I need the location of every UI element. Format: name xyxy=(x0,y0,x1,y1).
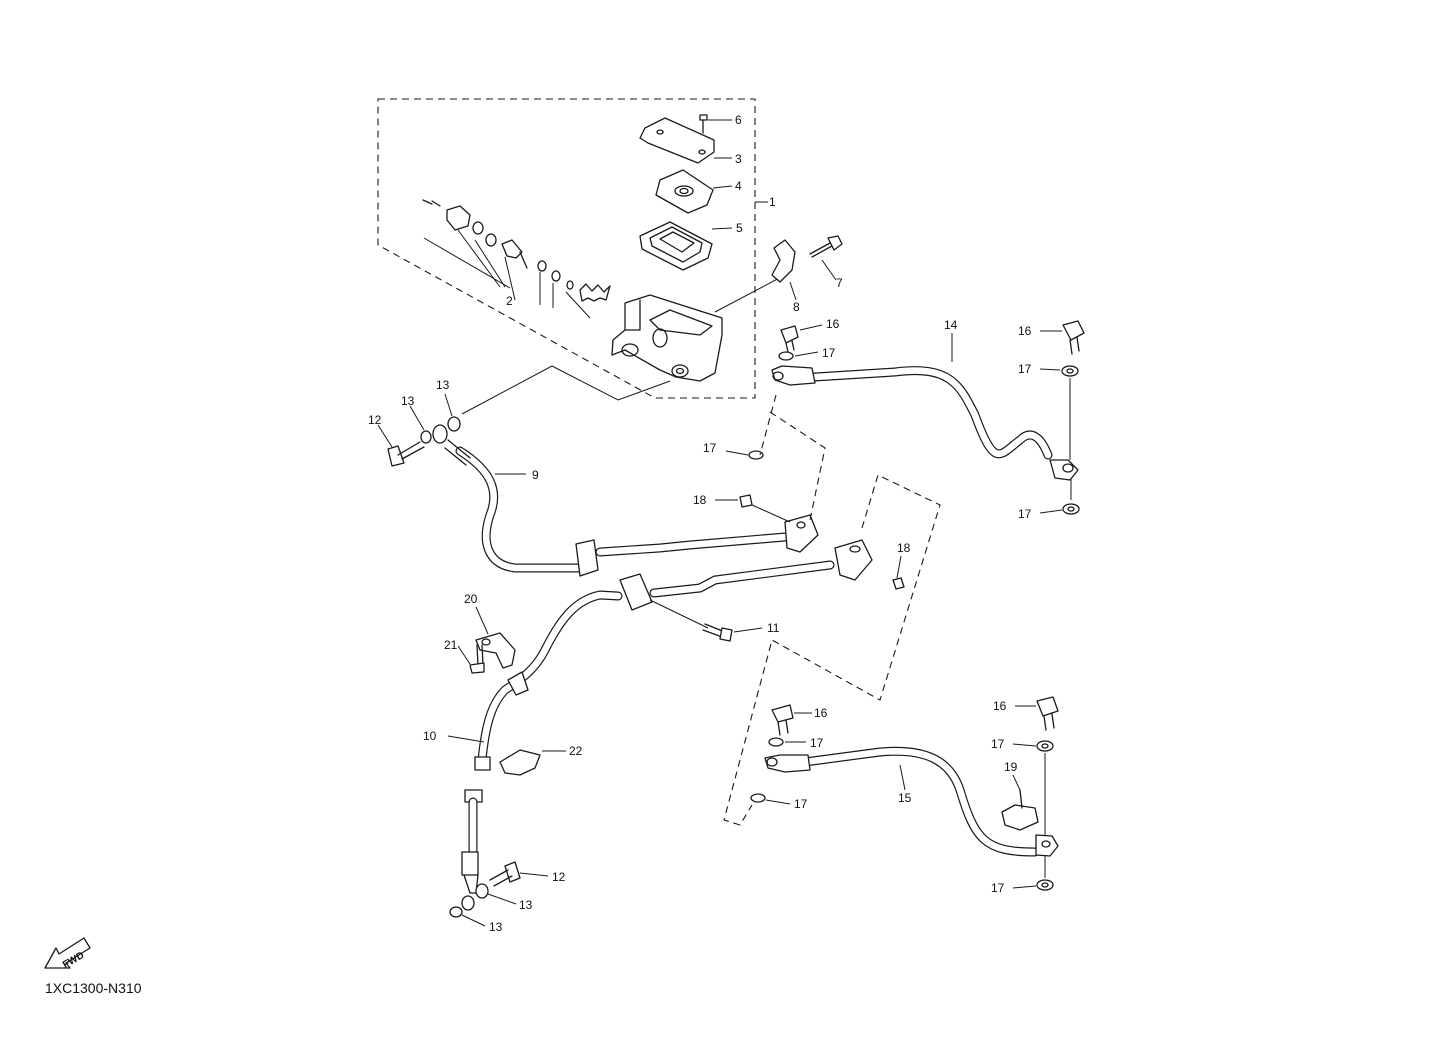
union-bolt-part-16-d xyxy=(1015,696,1059,731)
brake-hose-part-14 xyxy=(771,333,1079,481)
bolt-part-18-b xyxy=(892,555,905,590)
union-bolt-part-12-a xyxy=(377,424,425,467)
master-cylinder-body xyxy=(611,274,786,382)
master-cylinder-assembly xyxy=(377,98,786,399)
callout-13-b: 13 xyxy=(436,378,450,392)
callout-8: 8 xyxy=(793,300,800,314)
washer-part-13-c xyxy=(475,883,517,905)
brake-hose-part-9 xyxy=(444,439,819,577)
washer-part-17-g xyxy=(1012,740,1054,835)
callout-16-d: 16 xyxy=(993,699,1007,713)
callout-14: 14 xyxy=(944,318,958,332)
callout-4: 4 xyxy=(735,179,742,193)
callout-12-a: 12 xyxy=(368,413,382,427)
banjo-end-lower xyxy=(461,895,475,911)
callout-17-h: 17 xyxy=(991,881,1005,895)
bolt-part-21 xyxy=(457,644,485,674)
forward-arrow-icon: FWD xyxy=(44,937,91,971)
callout-16-a: 16 xyxy=(826,317,840,331)
washer-part-13-d xyxy=(449,906,486,927)
union-bolt-part-16-a xyxy=(780,324,823,353)
washer-part-17-e xyxy=(768,737,806,747)
callout-5: 5 xyxy=(736,221,743,235)
clamp-part-19 xyxy=(1001,774,1039,831)
callout-6: 6 xyxy=(735,113,742,127)
callout-17-f: 17 xyxy=(794,797,808,811)
diagram-code: 1XC1300-N310 xyxy=(45,980,142,996)
callout-18-b: 18 xyxy=(897,541,911,555)
plate-part-4 xyxy=(655,169,733,214)
callout-1: 1 xyxy=(769,195,776,209)
washer-part-17-a xyxy=(778,351,819,361)
callout-2: 2 xyxy=(506,294,513,308)
callout-17-b: 17 xyxy=(703,441,717,455)
brake-hose-part-15 xyxy=(764,746,1059,857)
callout-11: 11 xyxy=(767,621,780,635)
washer-part-17-b xyxy=(725,450,764,460)
callout-7: 7 xyxy=(836,276,843,290)
callout-19: 19 xyxy=(1004,760,1018,774)
washer-part-17-f xyxy=(750,793,791,805)
union-bolt-part-16-b xyxy=(1040,320,1085,355)
brake-hose-part-10 xyxy=(447,539,873,894)
callout-17-a: 17 xyxy=(822,346,836,360)
reservoir-cap-part-3 xyxy=(639,117,732,164)
callout-17-c: 17 xyxy=(1018,362,1032,376)
washer-part-17-h xyxy=(1012,856,1054,891)
callout-13-a: 13 xyxy=(401,394,415,408)
bolt-part-18-a xyxy=(715,494,791,523)
clip-part-22 xyxy=(499,749,566,776)
bolt-part-7 xyxy=(809,235,843,281)
callout-18-a: 18 xyxy=(693,493,707,507)
callout-17-e: 17 xyxy=(810,736,824,750)
callout-13-d: 13 xyxy=(489,920,503,934)
joint-outline-right xyxy=(723,474,941,826)
bolt-part-11 xyxy=(649,599,763,642)
washer-part-13-a xyxy=(409,405,432,444)
union-bolt-part-16-c xyxy=(771,704,812,736)
callout-21: 21 xyxy=(444,638,458,652)
callout-10: 10 xyxy=(423,729,437,743)
callout-20: 20 xyxy=(464,592,478,606)
joint-outline-upper xyxy=(759,394,826,521)
callout-13-c: 13 xyxy=(519,898,533,912)
washer-part-17-c xyxy=(1039,365,1079,460)
callout-15: 15 xyxy=(898,791,912,805)
callout-9: 9 xyxy=(532,468,539,482)
fitting-part-13-b xyxy=(432,393,461,444)
callout-17-g: 17 xyxy=(991,737,1005,751)
callout-3: 3 xyxy=(735,152,742,166)
callout-22: 22 xyxy=(569,744,583,758)
washer-part-17-d xyxy=(1039,478,1080,515)
leader-line xyxy=(461,365,671,415)
holder-part-8 xyxy=(771,239,797,301)
diaphragm-part-5 xyxy=(639,221,733,271)
callout-17-d: 17 xyxy=(1018,507,1032,521)
callout-12-b: 12 xyxy=(552,870,566,884)
callout-16-b: 16 xyxy=(1018,324,1032,338)
callout-16-c: 16 xyxy=(814,706,828,720)
piston-kit-part-2 xyxy=(422,199,611,319)
union-bolt-part-12-b xyxy=(489,861,549,887)
screw-part-6 xyxy=(699,114,732,134)
clamp-part-20 xyxy=(475,606,516,669)
callout-labels: 1 2 3 4 5 6 7 8 9 10 11 12 12 13 13 13 1… xyxy=(368,113,1032,934)
